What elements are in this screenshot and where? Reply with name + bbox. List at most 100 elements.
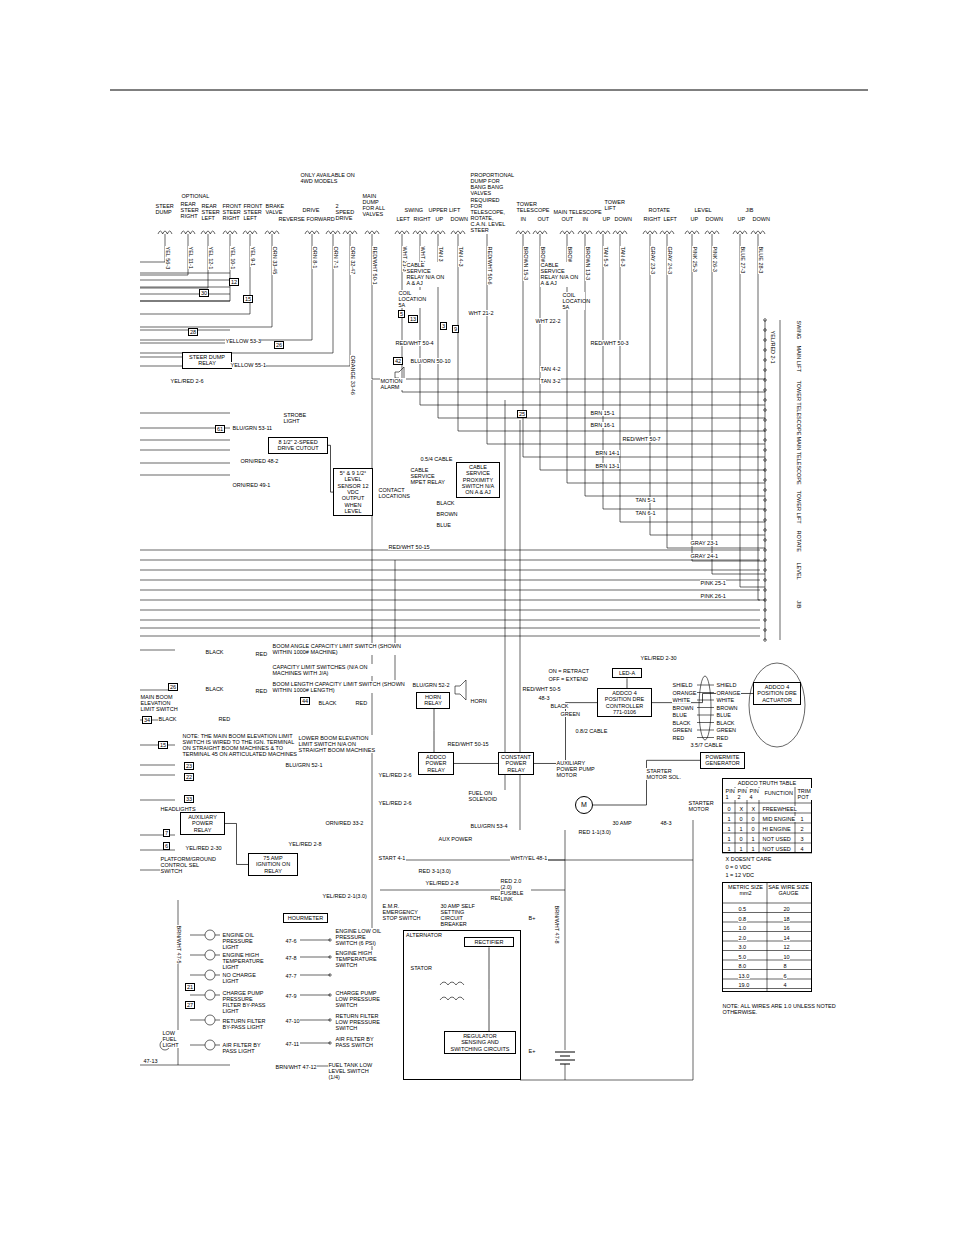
- valve-coil: [613, 231, 627, 234]
- wire-label: REAR STEER RIGHT: [180, 201, 201, 219]
- wire: [667, 234, 668, 548]
- wire-label: ORN 32-47: [350, 246, 356, 275]
- wire-label: BLU/GRN 52-1: [285, 762, 323, 768]
- connector-wire: [225, 823, 248, 864]
- wire: [722, 833, 812, 834]
- node-text: 75 AMP IGNITION ON RELAY: [251, 855, 295, 874]
- wire: [140, 343, 230, 344]
- terminal: [764, 489, 767, 492]
- wire-label: B+: [528, 915, 536, 921]
- wire-label: 2: [800, 826, 804, 832]
- valve-coil: [643, 231, 657, 234]
- relay-box: AUXILIARY POWER RELAY: [180, 812, 225, 835]
- callout-number: 27: [185, 1001, 195, 1009]
- valve-coil: [158, 231, 172, 234]
- wire-label: TRIM POT: [797, 788, 814, 800]
- wire: [697, 685, 714, 686]
- wire-label: BLU/GRN 53-4: [470, 823, 508, 829]
- wire-label: 47-9: [285, 993, 297, 999]
- wire: [140, 440, 230, 441]
- wire-label: FREEWHEEL: [762, 806, 797, 812]
- callout-number: 12: [229, 278, 239, 286]
- wire-label: SHIELD: [672, 682, 693, 688]
- wire: [140, 600, 760, 601]
- wire-label: RED/WHT 50-1: [372, 246, 378, 285]
- wire: [140, 463, 230, 464]
- wire-label: BRN 15-1: [590, 410, 615, 416]
- wire: [740, 587, 765, 588]
- terminal: [764, 639, 767, 642]
- wire-label: BRN 16-1: [590, 422, 615, 428]
- node-text: LED-A: [615, 670, 639, 676]
- wire-label: ORN 7-1: [333, 246, 339, 269]
- wire-label: PINK 25-1: [700, 580, 726, 586]
- wire: [300, 995, 330, 996]
- wire-label: DOWN: [752, 216, 770, 222]
- wire-label: MID ENGINE: [762, 816, 796, 822]
- wire-label: YEL/RED 2-8: [425, 880, 459, 886]
- wire: [555, 1052, 575, 1053]
- valve-coil: [265, 231, 279, 234]
- wire-label: 5.0: [738, 954, 747, 960]
- wire-label: JIB: [796, 600, 802, 609]
- wire-label: SHIELD: [716, 682, 737, 688]
- wire: [190, 1045, 205, 1046]
- wire: [395, 560, 396, 680]
- callout-number: 6: [163, 842, 170, 850]
- wire-label: ORN/RED 49-1: [232, 482, 271, 488]
- connector-wire: [454, 763, 498, 764]
- wire-label: FUNCTION: [764, 790, 793, 796]
- wire-label: 48-3: [660, 820, 672, 826]
- motor-symbol: M: [575, 796, 593, 814]
- wire-label: LEVEL: [694, 207, 712, 213]
- wire: [402, 392, 765, 393]
- wire-label: 47-6: [285, 938, 297, 944]
- valve-coil: [705, 231, 719, 234]
- wire-label: TAN 3-2: [540, 378, 561, 384]
- wire-label: ORN/RED 33-2: [325, 820, 364, 826]
- wire-label: OPTIONAL: [181, 193, 210, 199]
- wire: [140, 413, 230, 414]
- wire: [140, 327, 272, 328]
- terminal: [764, 389, 767, 392]
- wire-label: NOTE: THE MAIN BOOM ELEVATION LIMIT SWIT…: [182, 733, 298, 758]
- wire-label: BLUE 28-3: [758, 246, 764, 274]
- wire-label: RED: [716, 735, 729, 741]
- wire: [140, 262, 165, 263]
- wire-label: 13.0: [738, 973, 750, 979]
- node-text: SENSING AND SWITCHING CIRCUITS: [447, 1039, 513, 1052]
- valve-coil: [431, 231, 445, 234]
- terminal: [764, 499, 767, 502]
- wire-label: 14: [783, 935, 790, 941]
- wire-label: BROWN: [436, 511, 458, 517]
- terminal: [764, 519, 767, 522]
- callout-number: 23: [184, 762, 194, 770]
- wire-label: 20: [783, 906, 790, 912]
- node-text: M: [581, 801, 587, 809]
- wire: [190, 955, 205, 956]
- wire-label: 4: [800, 846, 804, 852]
- wire: [140, 628, 760, 629]
- node-text: HORN RELAY: [419, 694, 447, 707]
- wire-label: YEL/RED 2-6: [170, 378, 204, 384]
- wire: [540, 470, 765, 471]
- indicator-lamp: [205, 970, 215, 980]
- node-text: POWERMITE GENERATOR: [703, 754, 742, 767]
- valve-coil: [395, 231, 409, 234]
- wire: [697, 730, 714, 731]
- wire-label: X: [751, 806, 756, 812]
- connector-wire: [627, 678, 628, 688]
- wire-label: YEL/RED 2-30: [185, 845, 222, 851]
- wire: [140, 590, 760, 591]
- terminal: [764, 379, 767, 382]
- terminal: [764, 629, 767, 632]
- terminal: [764, 339, 767, 342]
- wire-label: 16: [783, 925, 790, 931]
- wire-label: 1: [751, 846, 755, 852]
- wire: [140, 450, 230, 451]
- wire-label: 1: [727, 816, 731, 822]
- wire-label: STROBE LIGHT: [283, 412, 306, 424]
- wire-label: RED 1-1(3.0): [578, 829, 611, 835]
- wiring-group: [110, 90, 868, 1080]
